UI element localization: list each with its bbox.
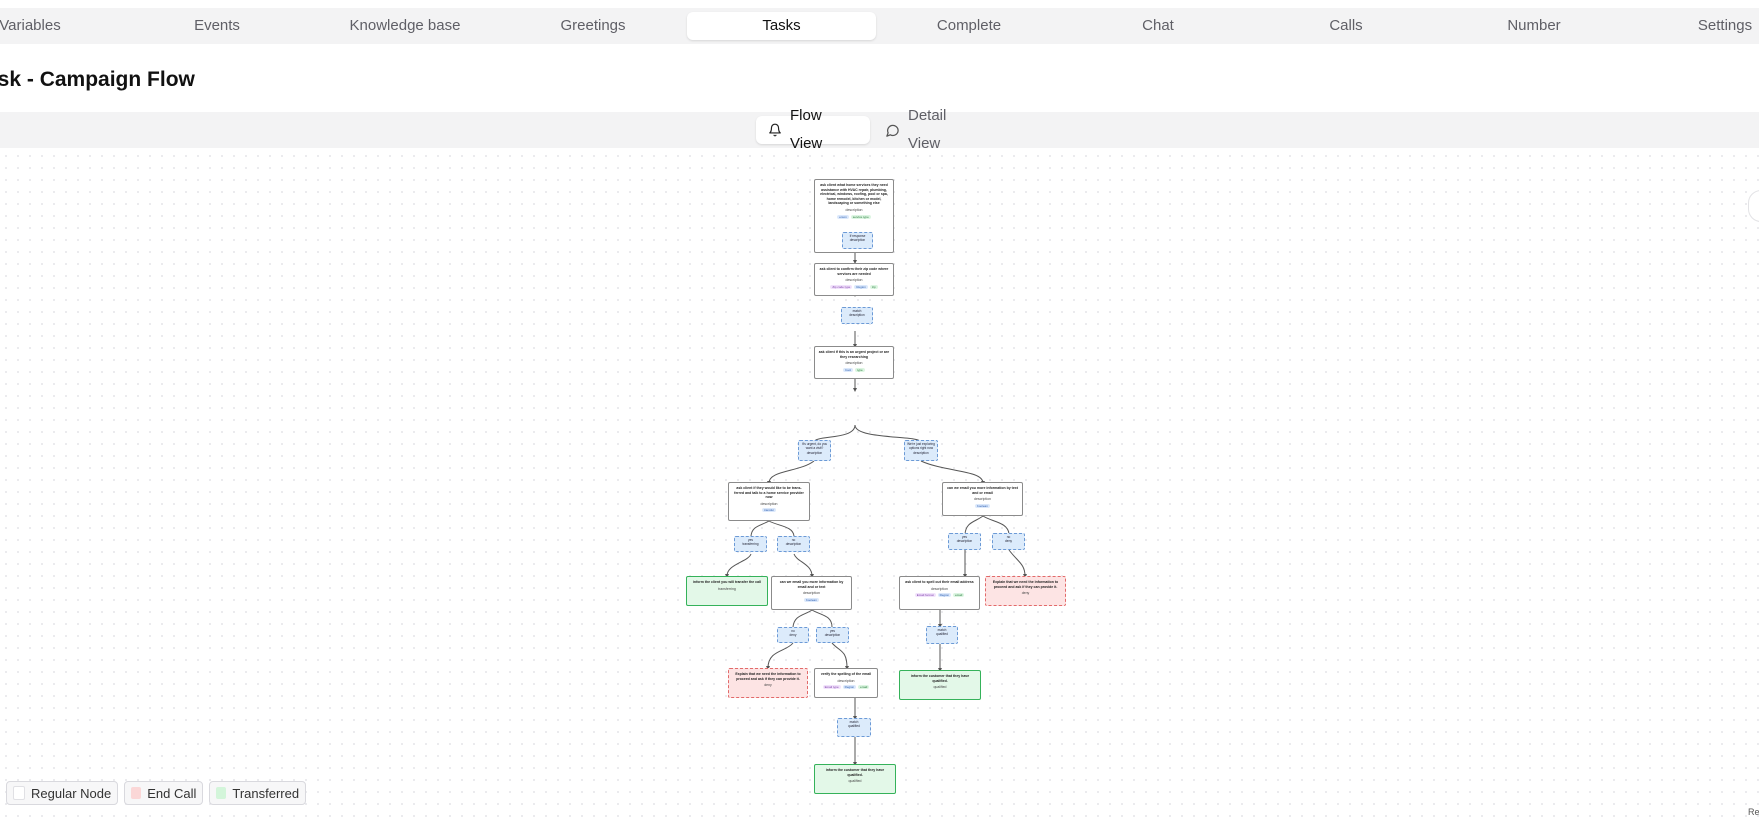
task-node[interactable]: ask client to spell out their email addr… (899, 576, 980, 610)
tab-number[interactable]: Number (1507, 17, 1561, 34)
legend-regular-node: Regular Node (6, 781, 119, 805)
condition-box[interactable]: yes description (816, 627, 849, 643)
condition-box[interactable]: It's urgent, do you want a visit? descri… (798, 440, 831, 461)
regular-node-swatch (13, 786, 25, 800)
task-node[interactable]: can we email you more information by ema… (771, 576, 852, 610)
tab-chat[interactable]: Chat (1142, 17, 1174, 34)
tab-events[interactable]: Events (194, 17, 240, 34)
legend: Regular Node End Call Transferred (6, 781, 307, 805)
task-node[interactable]: can we email you more information by tex… (942, 482, 1023, 516)
top-tab-bar: Variables Events Knowledge base Greeting… (0, 8, 1759, 44)
flow-view-button[interactable]: Flow View (756, 107, 870, 152)
condition-box[interactable]: match qualified (926, 626, 958, 644)
end-call-node[interactable]: Explain that we need the information to … (728, 668, 808, 698)
task-node[interactable]: ask client if they would like to be tran… (728, 482, 810, 521)
transferred-swatch (216, 787, 227, 799)
condition-box[interactable]: match description (841, 307, 873, 324)
tab-complete[interactable]: Complete (936, 17, 1002, 34)
legend-transferred: Transferred (209, 781, 307, 805)
transfer-node[interactable]: inform the client you will transfer the … (686, 576, 768, 606)
tab-variables[interactable]: Variables (0, 17, 61, 34)
corner-label: Re (1748, 807, 1759, 817)
task-node[interactable]: ask client to confirm their zip code whe… (814, 263, 894, 296)
condition-box[interactable]: match qualified (837, 718, 871, 737)
legend-end-call: End Call (124, 781, 204, 805)
condition-box[interactable]: no description (777, 536, 810, 552)
condition-box[interactable]: no deny (777, 627, 809, 643)
transfer-node[interactable]: inform the customer that they have quali… (899, 670, 981, 700)
flow-view-label: Flow View (790, 107, 823, 152)
view-toggle-bar: Flow View Detail View (0, 107, 1759, 152)
detail-view-button[interactable]: Detail View (873, 107, 993, 152)
tab-tasks[interactable]: Tasks (687, 12, 876, 40)
condition-box[interactable]: no deny (992, 533, 1025, 550)
condition-box[interactable]: If response description (842, 232, 873, 249)
task-node[interactable]: ask client if this is an urgent project … (814, 346, 894, 379)
tab-greetings[interactable]: Greetings (560, 17, 626, 34)
tab-settings[interactable]: Settings (1697, 17, 1753, 34)
tab-knowledge-base[interactable]: Knowledge base (349, 17, 461, 34)
end-call-node[interactable]: Explain that we need the information to … (985, 576, 1066, 606)
flow-canvas[interactable]: ask client what home services they need … (0, 150, 1759, 820)
page-title: ask - Campaign Flow (0, 68, 195, 91)
condition-box[interactable]: We're just exploring options right now d… (904, 440, 938, 461)
condition-box[interactable]: yes description (948, 533, 981, 550)
task-node[interactable]: verify the spelling of the email descrip… (814, 668, 878, 698)
bell-icon (768, 123, 782, 137)
chat-bubble-icon (885, 123, 900, 138)
condition-box[interactable]: yes transferring (734, 536, 767, 552)
end-call-swatch (131, 787, 142, 799)
detail-view-label: Detail View (908, 107, 947, 152)
transfer-node[interactable]: inform the customer that they have quali… (814, 764, 896, 794)
tab-calls[interactable]: Calls (1329, 17, 1363, 34)
